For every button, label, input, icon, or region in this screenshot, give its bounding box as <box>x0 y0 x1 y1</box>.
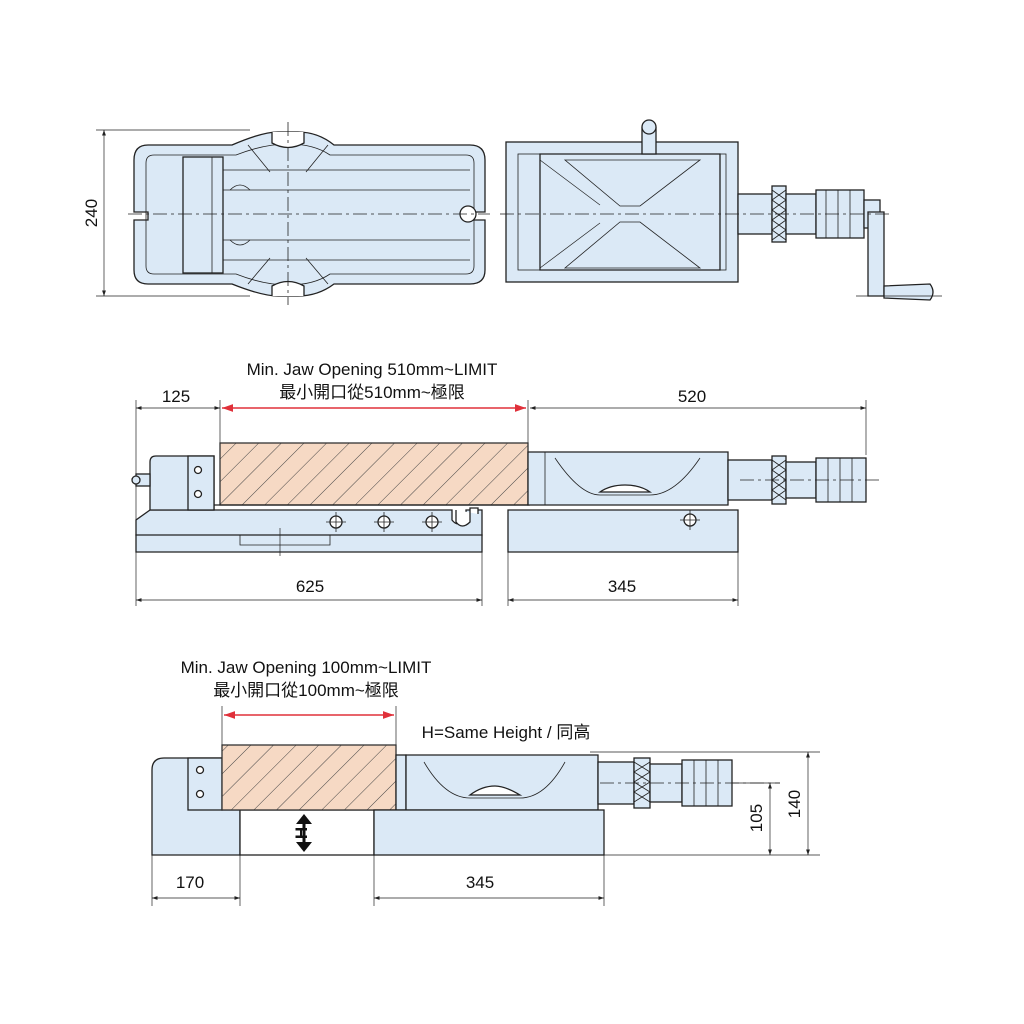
top-view: 240 <box>82 119 942 305</box>
crank-arm <box>867 211 885 297</box>
caption-min-zh: 最小開口從100mm~極限 <box>213 681 399 700</box>
same-height-note: H=Same Height / 同高 <box>422 723 591 742</box>
dim-125: 125 <box>162 387 190 406</box>
caption-max-en: Min. Jaw Opening 510mm~LIMIT <box>247 360 498 379</box>
side-view-min: Min. Jaw Opening 100mm~LIMIT 最小開口從100mm~… <box>151 658 820 906</box>
side-view-max: Min. Jaw Opening 510mm~LIMIT 最小開口從510mm~… <box>131 360 880 606</box>
dim-240: 240 <box>82 199 101 227</box>
movable-jaw-side <box>527 451 729 506</box>
dim-625: 625 <box>296 577 324 596</box>
crank-handle <box>883 283 934 301</box>
bolt-holes <box>326 512 442 532</box>
caption-min-en: Min. Jaw Opening 100mm~LIMIT <box>181 658 432 677</box>
h-label: H <box>292 827 311 839</box>
dim-520: 520 <box>678 387 706 406</box>
dim-105: 105 <box>747 804 766 832</box>
workpiece-510 <box>219 442 529 506</box>
dim-345-bottom: 345 <box>466 873 494 892</box>
dim-345-top: 345 <box>608 577 636 596</box>
fixed-jaw-plan <box>182 156 224 274</box>
dim-170: 170 <box>176 873 204 892</box>
workpiece-100 <box>221 744 397 811</box>
dim-140: 140 <box>785 790 804 818</box>
movable-jaw-min <box>405 754 599 811</box>
caption-max-zh: 最小開口從510mm~極限 <box>279 383 465 402</box>
base-right <box>507 509 739 553</box>
base-right-min <box>373 809 605 856</box>
